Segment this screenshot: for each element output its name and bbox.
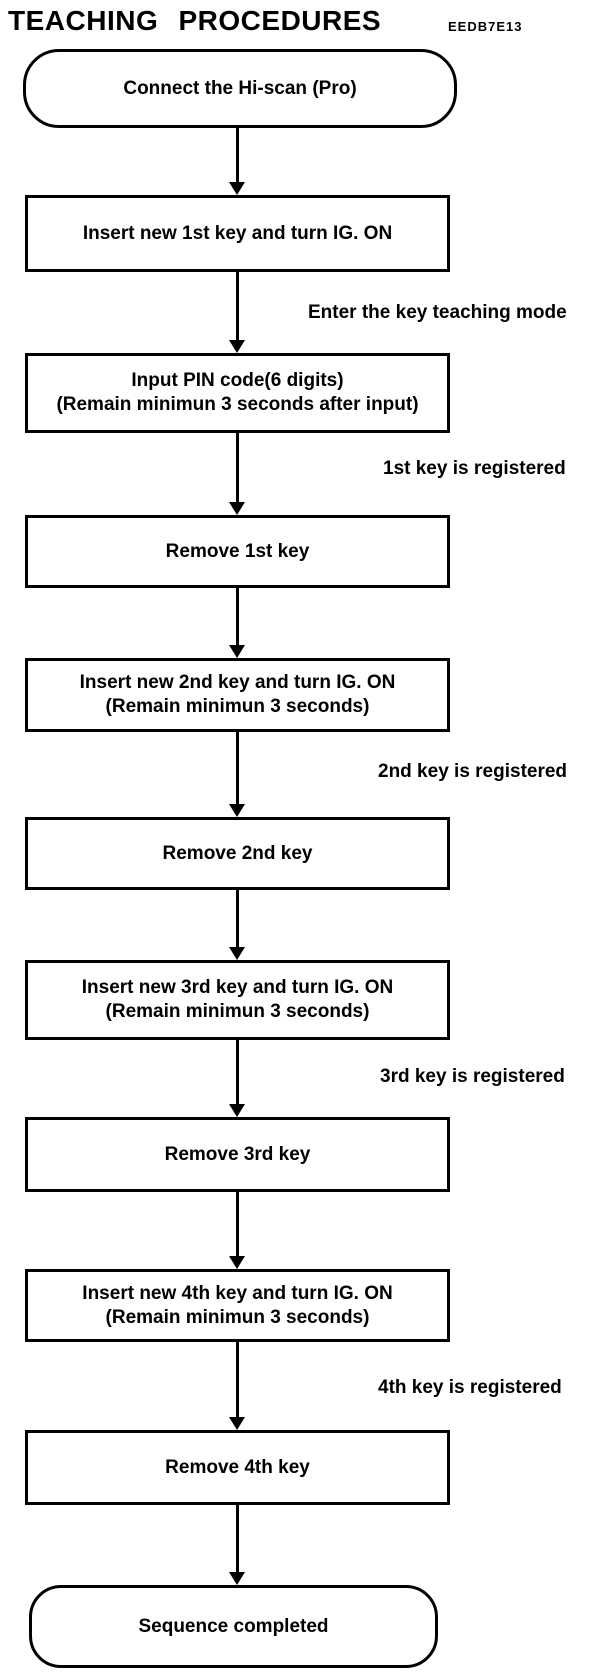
arrow-line	[236, 732, 239, 806]
annotation-1st-key-registered: 1st key is registered	[383, 458, 566, 479]
terminal-end-label: Sequence completed	[138, 1615, 329, 1637]
arrow-line	[236, 1342, 239, 1419]
step-remove-4th-key: Remove 4th key	[25, 1430, 450, 1505]
arrow-head-icon	[229, 1417, 245, 1430]
flow-arrow	[229, 128, 246, 195]
arrow-line	[236, 128, 239, 184]
arrow-head-icon	[229, 1256, 245, 1269]
step-remove-1st-key: Remove 1st key	[25, 515, 450, 588]
step-sublabel: (Remain minimun 3 seconds after input)	[56, 394, 419, 415]
step-label: Insert new 2nd key and turn IG. ON	[79, 672, 396, 693]
arrow-line	[236, 1040, 239, 1106]
terminal-start: Connect the Hi-scan (Pro)	[23, 49, 457, 128]
annotation-2nd-key-registered: 2nd key is registered	[378, 761, 568, 782]
step-label: Remove 1st key	[165, 540, 310, 562]
arrow-line	[236, 1505, 239, 1574]
terminal-end: Sequence completed	[29, 1585, 438, 1668]
page-title: TEACHING PROCEDURES	[8, 5, 382, 36]
step-label: Remove 4th key	[165, 1456, 310, 1478]
annotation-3rd-key-registered: 3rd key is registered	[380, 1066, 565, 1087]
arrow-line	[236, 272, 239, 342]
flow-arrow	[229, 433, 246, 515]
arrow-head-icon	[229, 182, 245, 195]
arrow-head-icon	[229, 502, 245, 515]
arrow-line	[236, 890, 239, 949]
step-sublabel: (Remain minimun 3 seconds)	[105, 1306, 370, 1328]
step-label: Insert new 3rd key and turn IG. ON	[81, 977, 394, 998]
arrow-head-icon	[229, 340, 245, 353]
arrow-line	[236, 1192, 239, 1258]
step-sublabel: (Remain minimun 3 seconds)	[105, 696, 370, 717]
flow-arrow	[229, 1342, 246, 1430]
flow-arrow	[229, 890, 246, 960]
arrow-head-icon	[229, 1104, 245, 1117]
step-remove-2nd-key: Remove 2nd key	[25, 817, 450, 890]
step-insert-3rd-key: Insert new 3rd key and turn IG. ON (Rema…	[25, 960, 450, 1040]
flow-arrow	[229, 588, 246, 658]
terminal-start-label: Connect the Hi-scan (Pro)	[123, 77, 357, 99]
step-sublabel: (Remain minimun 3 seconds)	[105, 1001, 370, 1022]
arrow-head-icon	[229, 645, 245, 658]
flow-arrow	[229, 732, 246, 817]
arrow-head-icon	[229, 947, 245, 960]
step-remove-3rd-key: Remove 3rd key	[25, 1117, 450, 1192]
step-label: Remove 2nd key	[162, 842, 313, 864]
annotation-enter-teaching-mode: Enter the key teaching mode	[308, 302, 567, 323]
step-label: Remove 3rd key	[164, 1143, 311, 1165]
step-insert-4th-key: Insert new 4th key and turn IG. ON (Rema…	[25, 1269, 450, 1342]
flow-arrow	[229, 1192, 246, 1269]
flow-arrow	[229, 272, 246, 353]
step-label: Insert new 4th key and turn IG. ON	[82, 1282, 393, 1304]
step-label: Insert new 1st key and turn IG. ON	[82, 222, 393, 244]
figure-code: EEDB7E13	[448, 19, 523, 34]
step-insert-2nd-key: Insert new 2nd key and turn IG. ON (Rema…	[25, 658, 450, 732]
annotation-4th-key-registered: 4th key is registered	[378, 1377, 562, 1398]
step-insert-1st-key: Insert new 1st key and turn IG. ON	[25, 195, 450, 272]
flow-arrow	[229, 1040, 246, 1117]
step-input-pin-code: Input PIN code(6 digits) (Remain minimun…	[25, 353, 450, 433]
arrow-line	[236, 433, 239, 504]
step-label: Input PIN code(6 digits)	[131, 370, 344, 391]
flow-arrow	[229, 1505, 246, 1585]
arrow-head-icon	[229, 1572, 245, 1585]
arrow-head-icon	[229, 804, 245, 817]
arrow-line	[236, 588, 239, 647]
